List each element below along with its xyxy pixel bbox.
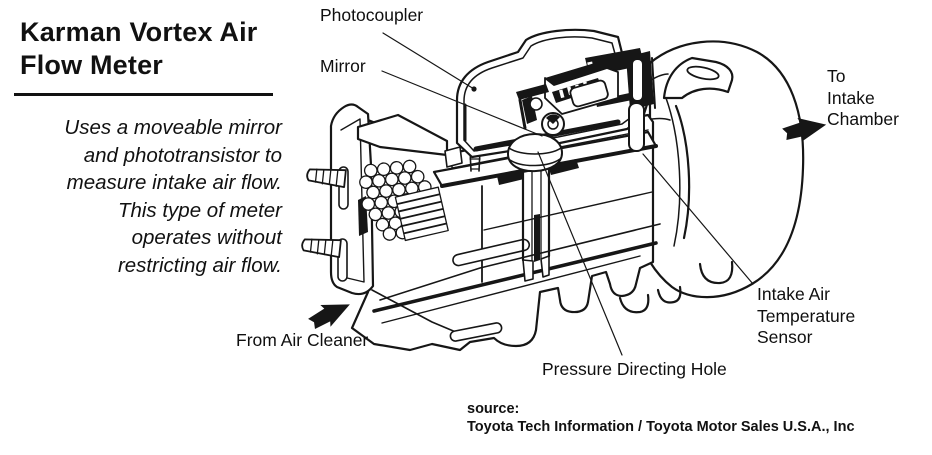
vortex-generator-column [507,133,563,282]
callout-mirror: Mirror [320,56,366,76]
leader-temp-sensor [642,153,754,285]
honeycomb-grid [359,159,449,242]
source-attribution: source: Toyota Tech Information / Toyota… [467,400,855,436]
mirror-assembly [541,112,565,136]
leader-lines [381,32,754,356]
title-line-2: Flow Meter [20,50,164,80]
leader-mirror [381,70,543,137]
housing-body [350,113,661,352]
source-label: source: [467,401,520,417]
outlet-cylinder [618,40,805,314]
inlet-flange [329,103,449,296]
mounting-studs [301,168,347,258]
flow-arrow-icon [782,117,827,142]
leader-pressure-hole [537,151,623,356]
photocoupler-assembly [516,84,549,130]
title-line-1: Karman Vortex Air [20,17,258,47]
callout-photocoupler: Photocoupler [320,5,424,25]
callout-from-air-cleaner: From Air Cleaner [236,330,369,350]
to-intake-chamber-arrow [782,117,827,142]
flow-arrow-icon [308,304,350,329]
callout-to-intake-chamber: To Intake Chamber [827,66,899,129]
source-text: Toyota Tech Information / Toyota Motor S… [467,419,855,435]
description-text: Uses a moveable mirror and phototransist… [64,116,282,277]
from-air-cleaner-arrow [308,304,350,329]
callout-pressure-directing-hole: Pressure Directing Hole [542,359,727,379]
callout-intake-air-temperature-sensor: Intake Air Temperature Sensor [757,284,856,347]
intake-air-temperature-sensor-probe [626,51,656,152]
page-title: Karman Vortex Air Flow Meter [20,16,257,82]
title-rule [14,93,273,96]
leader-photocoupler [382,32,475,90]
